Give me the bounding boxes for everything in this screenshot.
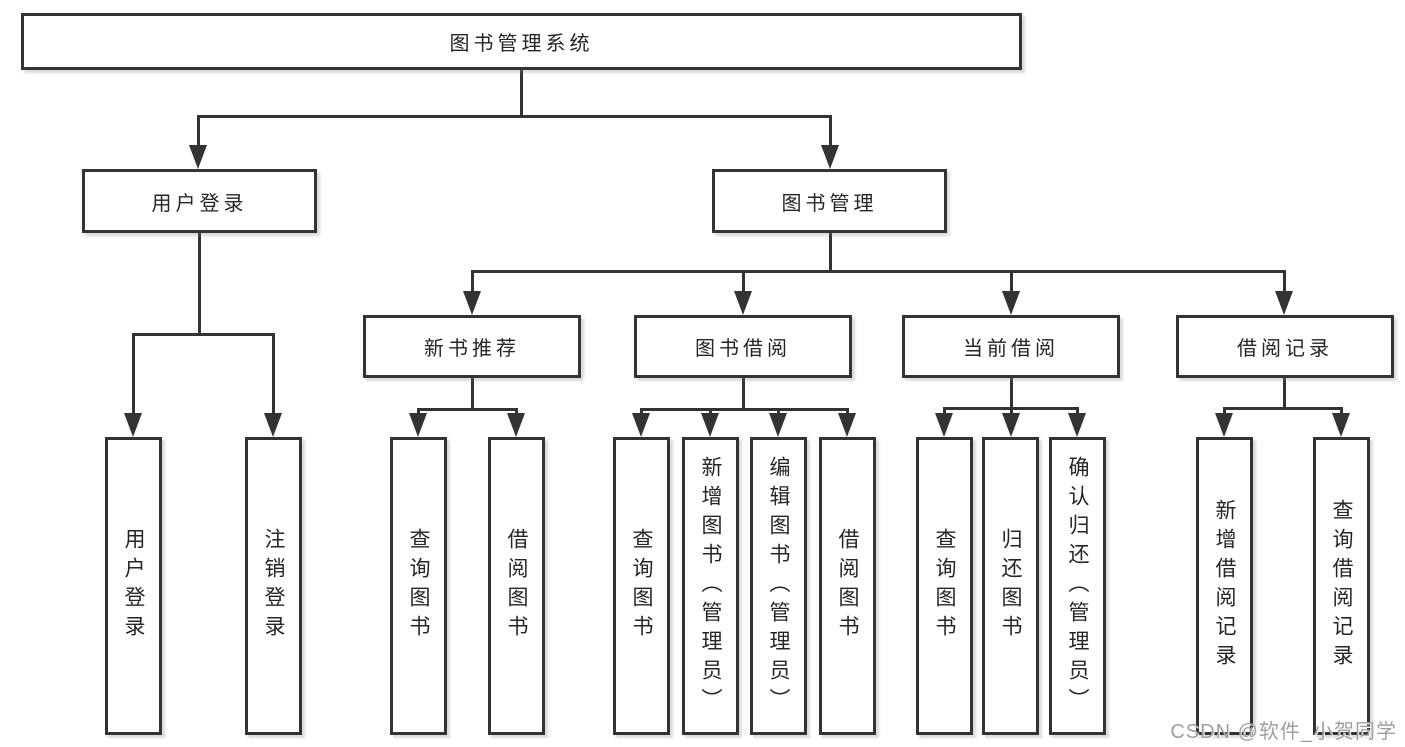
connector-line <box>515 408 518 416</box>
leaf-return-book: 归还图书 <box>982 437 1039 735</box>
arrow-down-icon <box>409 413 427 437</box>
connector-line <box>1223 407 1226 416</box>
leaf-edit-book-admin-label: 编辑图书（管理员） <box>767 455 790 717</box>
leaf-return-book-label: 归还图书 <box>999 528 1022 644</box>
connector-line <box>640 408 848 411</box>
connector-line <box>846 408 849 416</box>
connector-line <box>1283 270 1286 293</box>
connector-line <box>1076 407 1079 416</box>
leaf-user-login-label: 用户登录 <box>122 528 145 644</box>
connector-line <box>471 378 474 411</box>
connector-line <box>1010 407 1013 416</box>
leaf-borrow-book-2-label: 借阅图书 <box>836 528 859 644</box>
leaf-edit-book-admin: 编辑图书（管理员） <box>750 437 807 735</box>
node-new-book-recommend: 新书推荐 <box>363 315 581 378</box>
leaf-query-book-2-label: 查询图书 <box>630 528 653 644</box>
arrow-down-icon <box>124 413 142 437</box>
connector-line <box>417 408 420 416</box>
csdn-watermark: CSDN @软件_小贺同学 <box>1170 721 1397 743</box>
connector-line <box>272 333 275 415</box>
arrow-down-icon <box>769 413 787 437</box>
connector-line <box>1010 378 1013 410</box>
leaf-logout-label: 注销登录 <box>262 528 285 644</box>
connector-line <box>197 115 832 118</box>
leaf-borrow-book-2: 借阅图书 <box>819 437 876 735</box>
node-book-borrow: 图书借阅 <box>634 315 852 378</box>
leaf-add-borrow-record: 新增借阅记录 <box>1196 437 1253 735</box>
connector-line <box>1010 270 1013 293</box>
connector-line <box>829 233 832 273</box>
connector-line <box>520 70 523 118</box>
arrow-down-icon <box>935 413 953 437</box>
arrow-down-icon <box>1068 413 1086 437</box>
leaf-borrow-book-1: 借阅图书 <box>488 437 545 735</box>
connector-line <box>777 408 780 416</box>
connector-line <box>709 408 712 416</box>
arrow-down-icon <box>189 145 207 169</box>
leaf-logout: 注销登录 <box>245 437 302 735</box>
leaf-add-book-admin-label: 新增图书（管理员） <box>699 455 722 717</box>
connector-line <box>198 233 201 336</box>
leaf-query-book-3: 查询图书 <box>916 437 973 735</box>
node-user-login-label: 用户登录 <box>151 192 248 215</box>
connector-line <box>943 407 946 416</box>
leaf-borrow-book-1-label: 借阅图书 <box>505 528 528 644</box>
node-book-borrow-label: 图书借阅 <box>695 338 791 360</box>
node-borrow-record: 借阅记录 <box>1176 315 1394 378</box>
connector-line <box>1223 407 1343 410</box>
node-user-login: 用户登录 <box>82 169 317 233</box>
arrow-down-icon <box>701 413 719 437</box>
arrow-down-icon <box>1215 413 1233 437</box>
connector-line <box>742 270 745 293</box>
connector-line <box>742 378 745 411</box>
connector-line <box>1283 378 1286 410</box>
node-root: 图书管理系统 <box>21 13 1022 70</box>
arrow-down-icon <box>632 413 650 437</box>
node-book-management-label: 图书管理 <box>781 192 878 215</box>
arrow-down-icon <box>463 291 481 315</box>
arrow-down-icon <box>734 291 752 315</box>
node-borrow-record-label: 借阅记录 <box>1237 338 1333 360</box>
leaf-query-book-2: 查询图书 <box>613 437 670 735</box>
node-current-borrow: 当前借阅 <box>902 315 1120 378</box>
leaf-query-book-3-label: 查询图书 <box>933 528 956 644</box>
arrow-down-icon <box>507 413 525 437</box>
leaf-query-book-1-label: 查询图书 <box>407 528 430 644</box>
leaf-add-borrow-record-label: 新增借阅记录 <box>1213 499 1236 673</box>
connector-line <box>829 115 832 147</box>
leaf-confirm-return-admin: 确认归还（管理员） <box>1049 437 1106 735</box>
leaf-query-borrow-record: 查询借阅记录 <box>1313 437 1370 735</box>
leaf-user-login: 用户登录 <box>105 437 162 735</box>
node-root-label: 图书管理系统 <box>449 33 594 55</box>
connector-line <box>640 408 643 416</box>
connector-line <box>197 115 200 147</box>
connector-line <box>471 270 474 293</box>
arrow-down-icon <box>821 145 839 169</box>
connector-line <box>471 270 1286 273</box>
arrow-down-icon <box>838 413 856 437</box>
leaf-query-borrow-record-label: 查询借阅记录 <box>1330 499 1353 673</box>
connector-line <box>132 333 275 336</box>
connector-line <box>1340 407 1343 416</box>
leaf-query-book-1: 查询图书 <box>390 437 447 735</box>
arrow-down-icon <box>1332 413 1350 437</box>
arrow-down-icon <box>264 413 282 437</box>
node-book-management: 图书管理 <box>712 169 947 233</box>
connector-line <box>132 333 135 415</box>
arrow-down-icon <box>1275 291 1293 315</box>
arrow-down-icon <box>1002 291 1020 315</box>
node-new-book-recommend-label: 新书推荐 <box>424 338 520 360</box>
arrow-down-icon <box>1002 413 1020 437</box>
leaf-add-book-admin: 新增图书（管理员） <box>682 437 739 735</box>
node-current-borrow-label: 当前借阅 <box>963 338 1059 360</box>
leaf-confirm-return-admin-label: 确认归还（管理员） <box>1066 455 1089 717</box>
connector-line <box>417 408 518 411</box>
